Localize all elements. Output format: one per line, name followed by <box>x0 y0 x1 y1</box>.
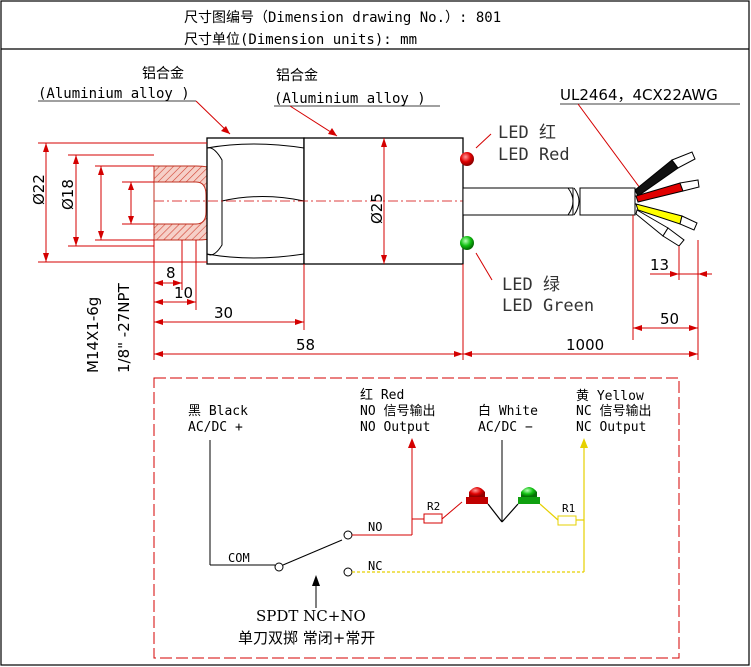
dim-thread-m: M14X1-6g <box>84 297 102 373</box>
hex-face-mid <box>221 196 305 202</box>
red-wire-tip <box>679 179 700 192</box>
led-red-label-2: LED Red <box>498 145 570 165</box>
nc-terminal <box>343 567 353 577</box>
red-output-arrow <box>408 438 416 448</box>
led-join-right <box>501 503 519 523</box>
resistor-r2 <box>423 513 443 524</box>
dim-58: 58 <box>296 336 315 354</box>
led-green-label-2: LED Green <box>502 296 594 316</box>
cable-segment-1 <box>462 187 574 216</box>
tip-bore <box>153 181 207 225</box>
dim-d18: Ø18 <box>59 179 77 210</box>
black-acdc: AC/DC + <box>188 420 243 435</box>
led-join-left <box>487 503 503 523</box>
resistor-r1 <box>557 515 577 526</box>
white-acdc: AC/DC − <box>478 420 533 435</box>
dimension-units: 尺寸单位(Dimension units): mm <box>184 32 417 48</box>
cable-break-1 <box>567 187 574 216</box>
dim-arrowheads-vertical <box>43 138 387 264</box>
no-label: NO <box>368 520 382 534</box>
spdt-label: SPDT NC+NO <box>256 607 366 625</box>
yellow-wire-tip <box>679 215 698 231</box>
material-2-cn: 铝合金 <box>276 68 318 84</box>
circuit-red-led-base <box>466 497 488 504</box>
led-green-label-1: LED 绿 <box>502 275 560 295</box>
dim-13: 13 <box>650 256 669 274</box>
spdt-cn-label: 单刀双掷 常闭+常开 <box>238 629 375 647</box>
spdt-pointer-arrow <box>312 575 320 586</box>
nc-label: NC <box>368 559 382 573</box>
r1-lead-left <box>539 503 559 521</box>
dim-lines-vertical <box>38 138 385 264</box>
hex-face-top <box>206 143 305 149</box>
circuit-frame <box>153 377 680 659</box>
black-label: 黑 Black <box>188 404 248 419</box>
cable-spec: UL2464，4CX22AWG <box>560 86 718 104</box>
red-led-icon <box>460 152 474 166</box>
white-label: 白 White <box>478 403 538 419</box>
red-no-cn: NO 信号输出 <box>360 403 435 419</box>
dim-1000: 1000 <box>566 336 604 354</box>
cable-segment-2 <box>579 187 636 216</box>
dim-thread-npt: 1/8" -27NPT <box>115 282 133 373</box>
circuit-green-led-base <box>518 497 540 504</box>
cable-spec-arrow <box>577 103 641 189</box>
material-1-arrowhead <box>221 126 230 134</box>
dim-d25: Ø25 <box>368 193 386 224</box>
red-no-en: NO Output <box>360 420 430 435</box>
material-2-arrowhead <box>328 128 337 136</box>
material-2-arrow <box>289 105 338 137</box>
circuit-red-led-icon <box>469 487 485 497</box>
led-red-label-1: LED 红 <box>498 123 556 143</box>
r1-label: R1 <box>562 502 575 515</box>
green-led-icon <box>460 236 474 250</box>
dim-10: 10 <box>174 284 193 302</box>
switch-blade <box>282 539 343 566</box>
r2-label: R2 <box>427 500 440 513</box>
yellow-output-arrow <box>580 438 588 448</box>
dim-arrowheads-horizontal <box>154 271 707 357</box>
circuit-green-led-icon <box>521 487 537 497</box>
dim-8: 8 <box>166 264 176 282</box>
material-1-en: (Aluminium alloy ) <box>38 86 190 102</box>
com-label: COM <box>228 551 250 565</box>
dim-d22: Ø22 <box>30 174 48 205</box>
material-2-en: (Aluminium alloy ) <box>274 91 426 107</box>
dim-50: 50 <box>660 310 679 328</box>
yellow-nc-en: NC Output <box>576 420 646 435</box>
hex-face-bottom <box>206 253 305 259</box>
black-wire-tip <box>671 151 696 169</box>
red-label: 红 Red <box>360 387 404 403</box>
led-green-leader <box>475 252 493 281</box>
yellow-nc-cn: NC 信号输出 <box>576 403 651 419</box>
dim-30: 30 <box>214 304 233 322</box>
com-terminal <box>274 562 284 572</box>
cable-break-2 <box>573 187 580 216</box>
white-wire-tip <box>662 227 685 247</box>
no-terminal <box>343 530 353 540</box>
material-1-cn: 铝合金 <box>142 66 184 82</box>
yellow-label: 黄 Yellow <box>576 389 644 404</box>
r2-lead-right <box>441 501 463 520</box>
led-red-leader <box>475 133 492 149</box>
drawing-number: 尺寸图编号（Dimension drawing No.）: 801 <box>184 10 501 26</box>
